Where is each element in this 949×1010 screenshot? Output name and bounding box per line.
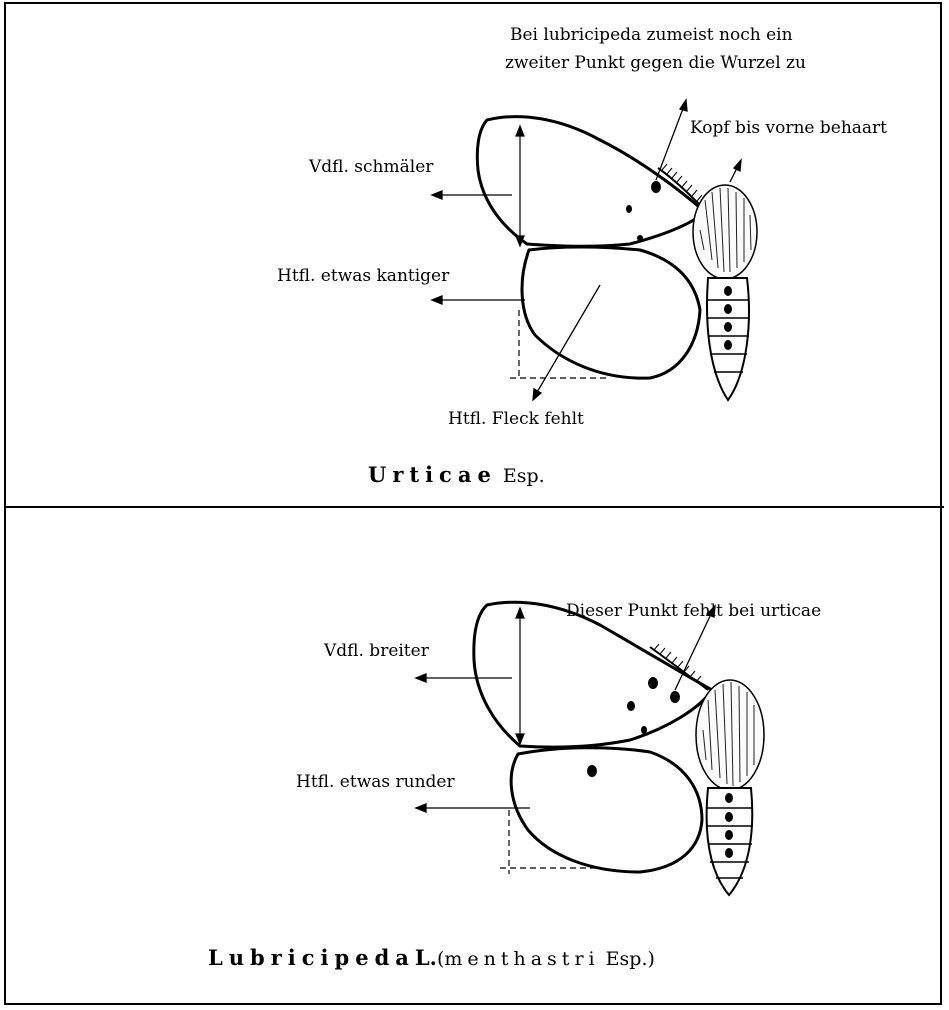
species-author: L.	[415, 945, 437, 970]
abdomen	[707, 788, 753, 895]
hindwing-outline	[511, 748, 702, 872]
hindwing-spot	[587, 765, 597, 777]
species-name: Lubricipeda	[208, 945, 415, 970]
hindwing-label: Htfl. etwas runder	[296, 771, 455, 793]
synonym-name: menthastri	[444, 948, 599, 970]
forewing-dot-small	[641, 726, 647, 734]
forewing-label: Vdfl. breiter	[324, 640, 429, 662]
synonym-author: Esp.)	[606, 948, 655, 970]
forewing-dot-large	[648, 677, 658, 689]
species-title-lubricipeda: LubricipedaL.(menthastri Esp.)	[208, 945, 655, 970]
forewing-width-marker	[516, 608, 524, 744]
forewing-dot-extra	[670, 691, 680, 703]
antenna	[650, 647, 708, 690]
forewing-outline	[474, 602, 712, 747]
forewing-dot-small	[627, 701, 635, 711]
label-arrows	[416, 606, 715, 812]
missing-spot-note: Dieser Punkt fehlt bei urticae	[566, 600, 821, 622]
